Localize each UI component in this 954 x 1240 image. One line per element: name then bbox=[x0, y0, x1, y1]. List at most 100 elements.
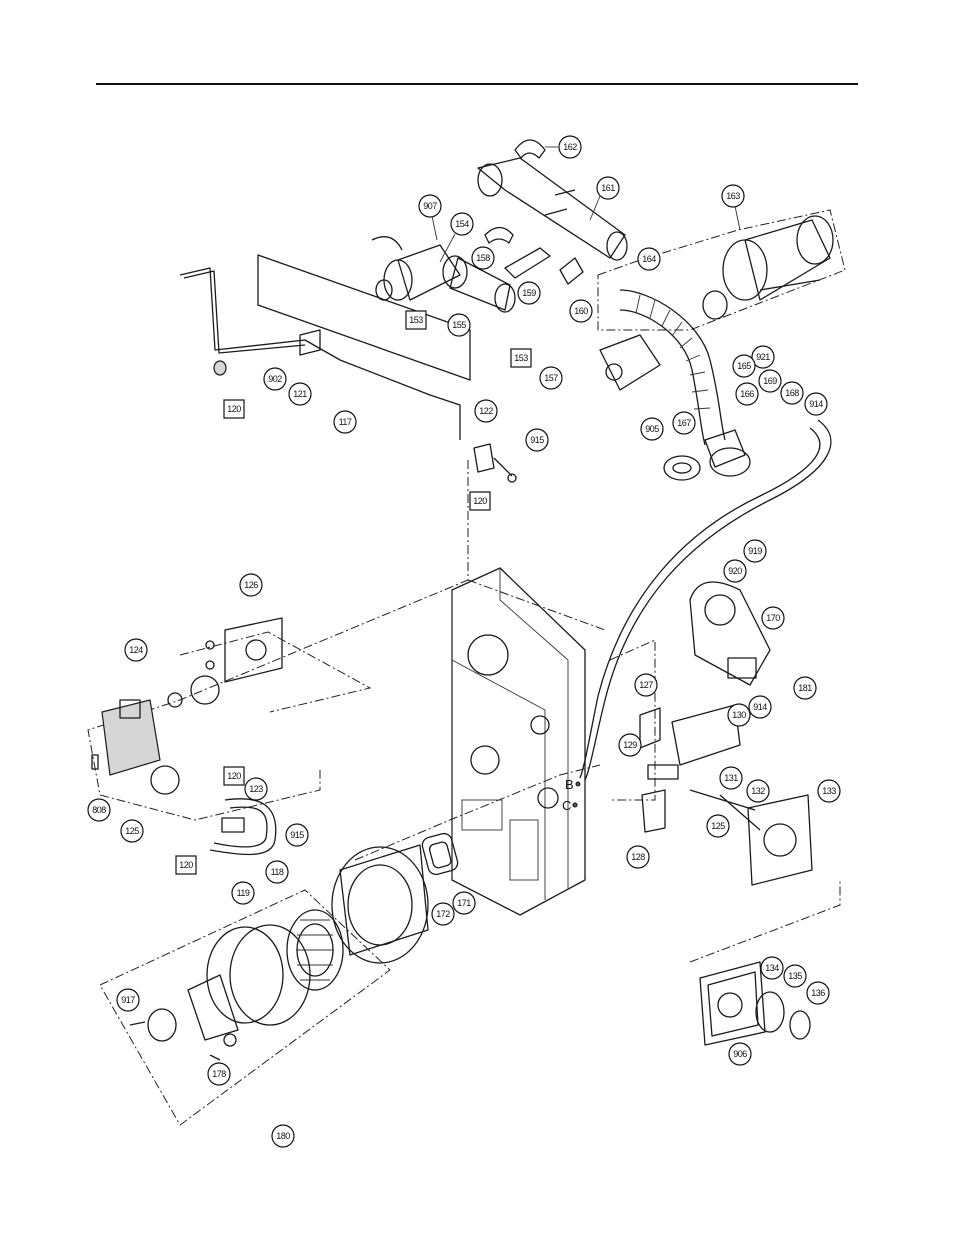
callout-166: 166 bbox=[736, 383, 758, 405]
svg-text:123: 123 bbox=[249, 784, 263, 794]
callout-117: 117 bbox=[334, 411, 356, 433]
header-rule bbox=[96, 83, 858, 85]
air-intake-154-155 bbox=[372, 237, 515, 312]
svg-text:134: 134 bbox=[765, 963, 779, 973]
blower-wheel-180 bbox=[130, 910, 343, 1060]
callout-180: 180 bbox=[272, 1125, 294, 1147]
reference-letters: B C bbox=[562, 777, 580, 813]
gasket-167 bbox=[664, 448, 750, 480]
svg-text:127: 127 bbox=[639, 680, 653, 690]
svg-text:906: 906 bbox=[733, 1049, 747, 1059]
svg-text:159: 159 bbox=[522, 288, 536, 298]
access-plate-133 bbox=[748, 795, 812, 885]
box-153: 153 bbox=[406, 311, 426, 329]
svg-text:128: 128 bbox=[631, 852, 645, 862]
callout-163: 163 bbox=[722, 185, 744, 207]
letter-b: B bbox=[565, 777, 574, 792]
svg-text:168: 168 bbox=[785, 388, 799, 398]
svg-text:157: 157 bbox=[544, 373, 558, 383]
svg-text:158: 158 bbox=[476, 253, 490, 263]
callout-122: 122 bbox=[475, 400, 497, 422]
svg-text:169: 169 bbox=[763, 376, 777, 386]
callout-181: 181 bbox=[794, 677, 816, 699]
exhaust-pipe-161 bbox=[478, 158, 627, 260]
callout-126: 126 bbox=[240, 574, 262, 596]
callout-121: 121 bbox=[289, 383, 311, 405]
callout-905: 905 bbox=[641, 418, 663, 440]
callout-914b: 914 bbox=[749, 696, 771, 718]
svg-text:153: 153 bbox=[514, 353, 528, 363]
callout-914: 914 bbox=[805, 393, 827, 415]
svg-text:180: 180 bbox=[276, 1131, 290, 1141]
callout-160: 160 bbox=[570, 300, 592, 322]
callout-158: 158 bbox=[472, 247, 494, 269]
vent-cap-163 bbox=[703, 216, 833, 319]
callout-134: 134 bbox=[761, 957, 783, 979]
callout-136: 136 bbox=[807, 982, 829, 1004]
svg-text:118: 118 bbox=[271, 867, 284, 877]
svg-text:161: 161 bbox=[601, 183, 615, 193]
svg-text:133: 133 bbox=[822, 786, 836, 796]
callout-124: 124 bbox=[125, 639, 147, 661]
plate-126 bbox=[206, 618, 282, 682]
svg-text:808: 808 bbox=[92, 805, 106, 815]
callout-169: 169 bbox=[759, 370, 781, 392]
svg-text:153: 153 bbox=[409, 315, 423, 325]
heater-cabinet bbox=[452, 568, 585, 915]
callout-168: 168 bbox=[781, 382, 803, 404]
letter-c: C bbox=[562, 798, 571, 813]
svg-text:117: 117 bbox=[339, 417, 352, 427]
flex-gas-line bbox=[580, 420, 831, 780]
callout-133: 133 bbox=[818, 780, 840, 802]
box-120b: 120 bbox=[470, 492, 490, 510]
callout-119: 119 bbox=[232, 882, 254, 904]
gas-valve-124 bbox=[92, 676, 219, 794]
callout-920: 920 bbox=[724, 560, 746, 582]
svg-text:162: 162 bbox=[563, 142, 577, 152]
callout-907: 907 bbox=[419, 195, 441, 217]
box-120: 120 bbox=[224, 400, 244, 418]
svg-text:120: 120 bbox=[227, 404, 241, 414]
box-153b: 153 bbox=[511, 349, 531, 367]
callout-127: 127 bbox=[635, 674, 657, 696]
box-120c: 120 bbox=[224, 767, 244, 785]
svg-text:171: 171 bbox=[457, 898, 471, 908]
svg-text:120: 120 bbox=[227, 771, 241, 781]
svg-text:170: 170 bbox=[766, 613, 780, 623]
svg-text:160: 160 bbox=[574, 306, 588, 316]
svg-text:167: 167 bbox=[677, 418, 691, 428]
callout-162: 162 bbox=[559, 136, 581, 158]
svg-text:122: 122 bbox=[479, 406, 493, 416]
clamp-162 bbox=[515, 140, 545, 158]
svg-text:130: 130 bbox=[732, 710, 746, 720]
svg-text:915: 915 bbox=[530, 435, 544, 445]
callout-131: 131 bbox=[720, 767, 742, 789]
svg-text:119: 119 bbox=[237, 888, 250, 898]
clamps-158-160 bbox=[485, 228, 583, 285]
callout-906: 906 bbox=[729, 1043, 751, 1065]
callout-172: 172 bbox=[432, 903, 454, 925]
svg-text:125: 125 bbox=[125, 826, 139, 836]
bracket-122 bbox=[474, 444, 516, 482]
callout-161: 161 bbox=[597, 177, 619, 199]
callout-132: 132 bbox=[747, 780, 769, 802]
svg-text:178: 178 bbox=[212, 1069, 226, 1079]
gas-tubes-118-119 bbox=[210, 799, 276, 855]
callout-902: 902 bbox=[264, 368, 286, 390]
callout-170: 170 bbox=[762, 607, 784, 629]
svg-text:920: 920 bbox=[728, 566, 742, 576]
callout-157: 157 bbox=[540, 367, 562, 389]
svg-text:902: 902 bbox=[268, 374, 282, 384]
svg-text:132: 132 bbox=[751, 786, 765, 796]
callout-159: 159 bbox=[518, 282, 540, 304]
callout-165: 165 bbox=[733, 355, 755, 377]
callout-128: 128 bbox=[627, 846, 649, 868]
blower-housing-172 bbox=[332, 845, 428, 963]
callout-118: 118 bbox=[266, 861, 288, 883]
svg-text:921: 921 bbox=[756, 352, 770, 362]
callout-171: 171 bbox=[453, 892, 475, 914]
svg-text:120: 120 bbox=[179, 860, 193, 870]
callout-125: 125 bbox=[707, 815, 729, 837]
svg-text:120: 120 bbox=[473, 496, 487, 506]
